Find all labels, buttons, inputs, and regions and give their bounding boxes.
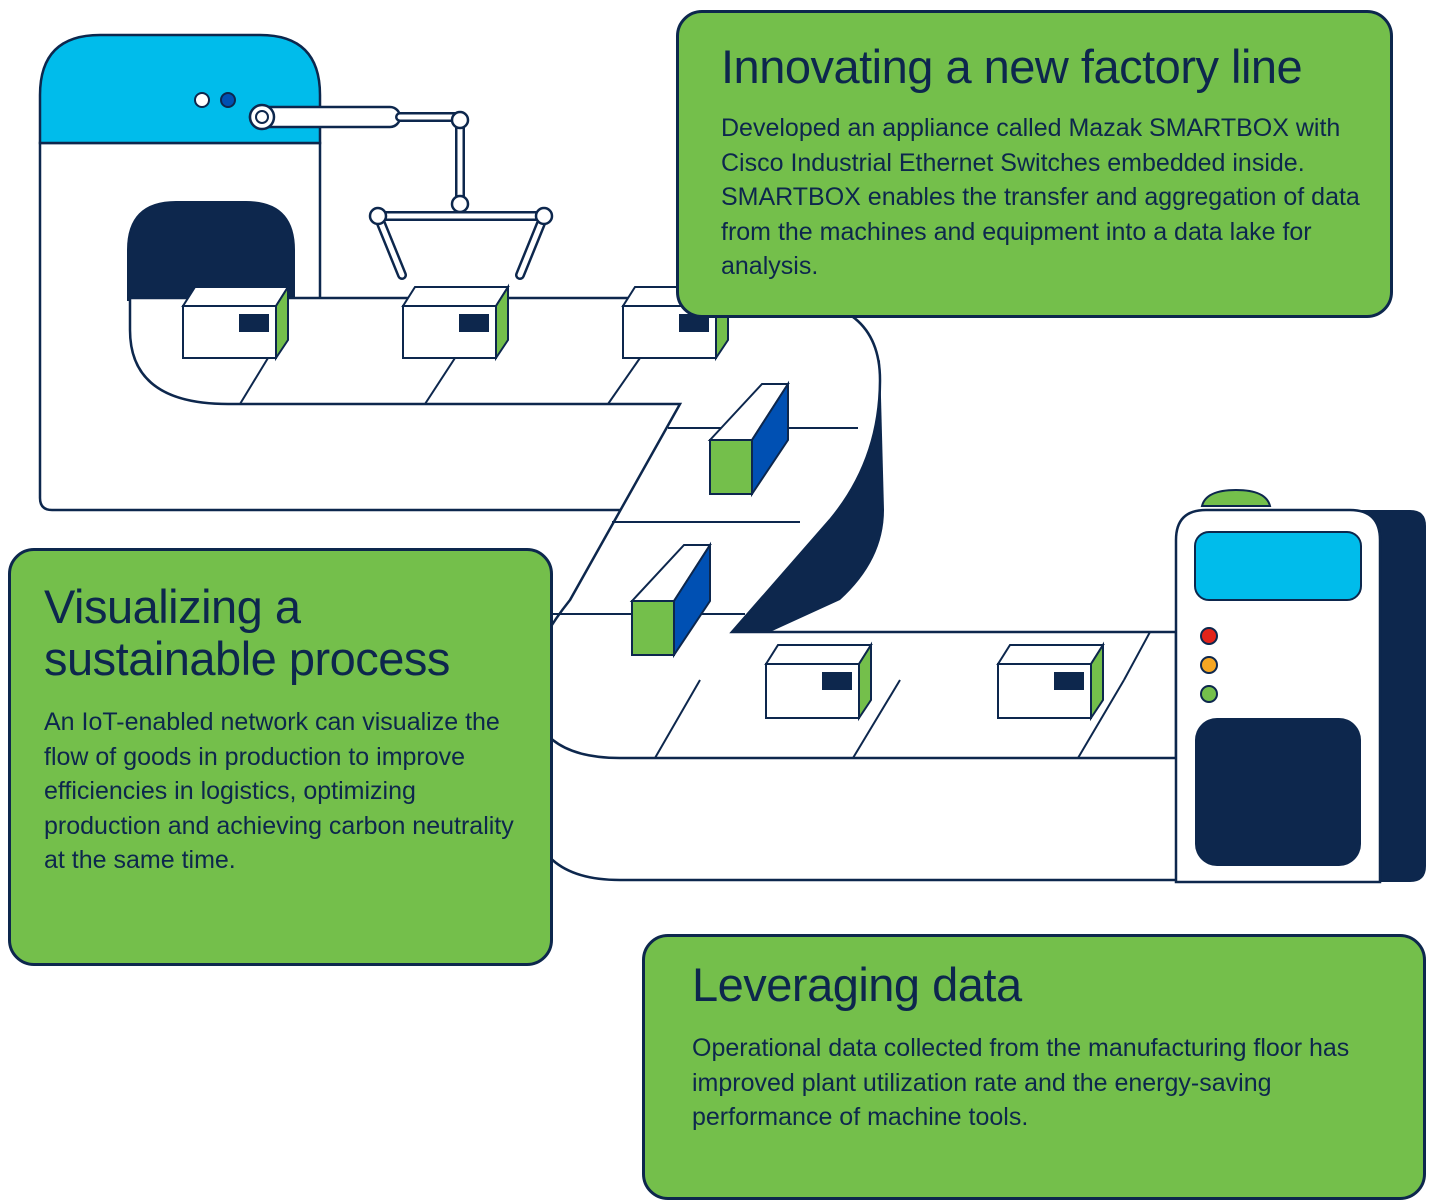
factory-line-title: Innovating a new factory line — [721, 40, 1303, 93]
smartbox-appliance-icon — [1174, 488, 1426, 884]
package-box-icon — [401, 283, 510, 362]
robotic-arm-icon — [248, 103, 554, 280]
factory-line-card: Innovating a new factory line Developed … — [676, 10, 1393, 318]
conveyor-belt-icon — [128, 296, 1178, 760]
machine-indicator-light — [194, 92, 210, 108]
leveraging-data-body: Operational data collected from the manu… — [692, 1034, 1350, 1131]
package-box-icon — [181, 283, 290, 362]
leveraging-data-card: Leveraging data Operational data collect… — [642, 934, 1426, 1200]
sustainable-process-title: Visualizing a sustainable process — [44, 580, 450, 685]
package-box-icon — [764, 641, 873, 722]
package-box-icon — [629, 541, 712, 659]
machine-opening — [127, 201, 295, 301]
sustainable-process-body: An IoT-enabled network can visualize the… — [44, 708, 514, 874]
sustainable-process-card: Visualizing a sustainable process An IoT… — [8, 548, 553, 966]
package-box-icon — [996, 641, 1105, 722]
leveraging-data-title: Leveraging data — [692, 958, 1022, 1011]
machine-indicator-light — [220, 92, 236, 108]
factory-line-body: Developed an appliance called Mazak SMAR… — [721, 114, 1360, 280]
package-box-icon — [707, 380, 790, 498]
